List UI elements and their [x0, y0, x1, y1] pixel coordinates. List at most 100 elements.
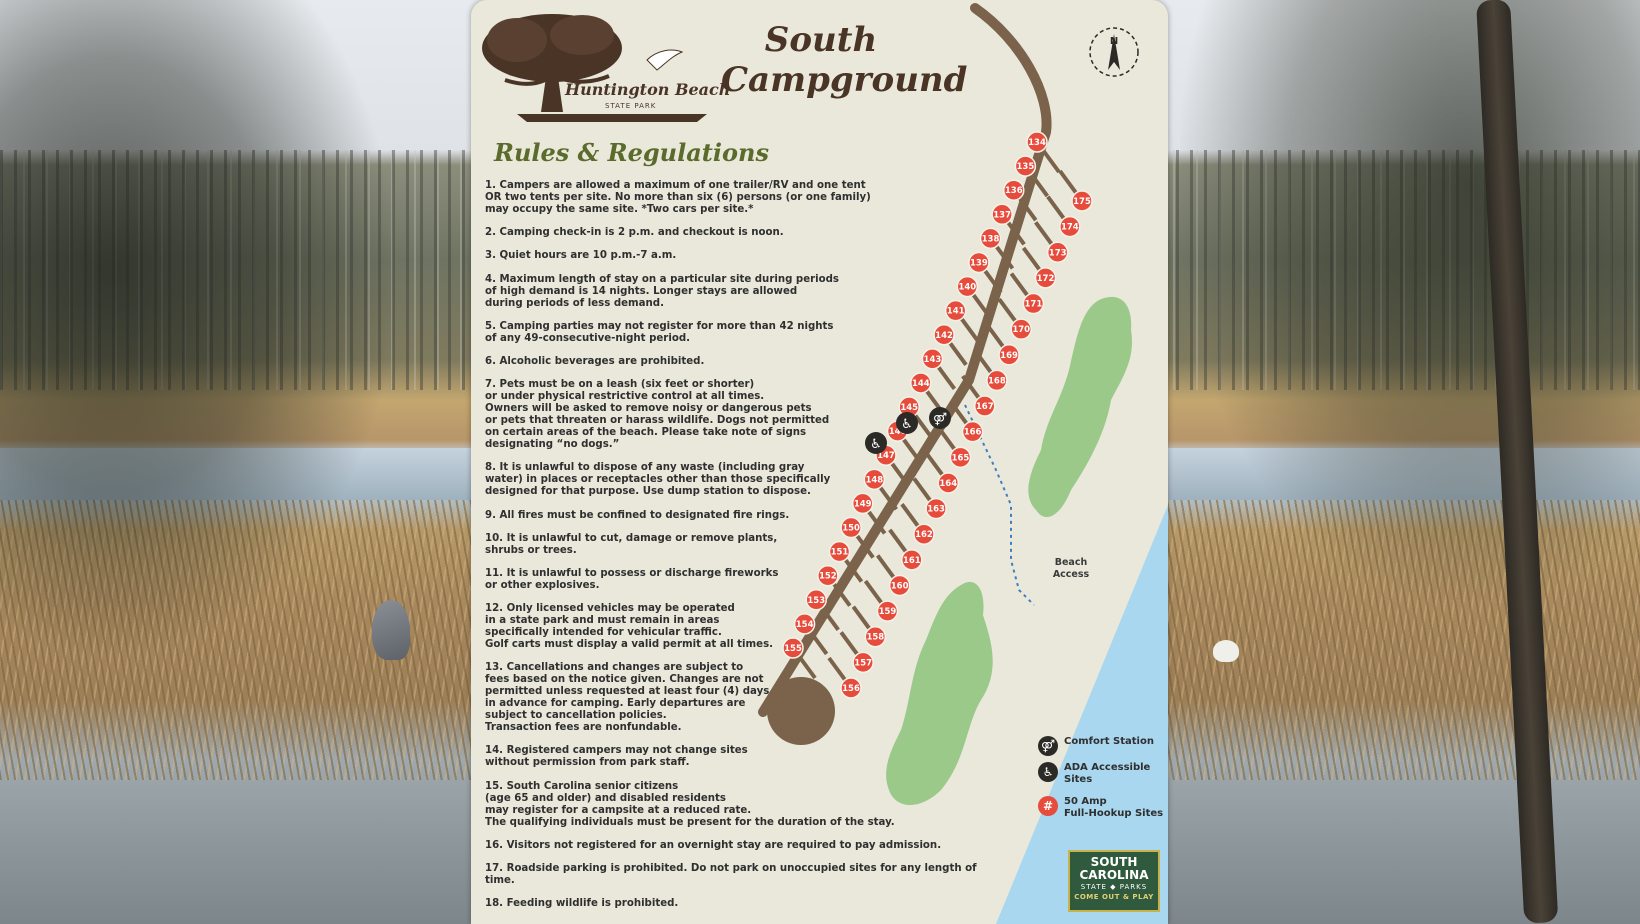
campsite-number: 146	[889, 427, 907, 437]
campsite-marker-162[interactable]: 162	[913, 523, 935, 545]
campsite-circle[interactable]	[863, 468, 886, 491]
campsite-marker-143[interactable]: 143	[921, 348, 944, 370]
campsite-circle[interactable]	[973, 395, 996, 417]
map-title-line1: South	[764, 20, 878, 60]
campsite-circle[interactable]	[817, 564, 839, 587]
campsite-marker-173[interactable]: 173	[1046, 241, 1069, 264]
badge-line4: COME OUT & PLAY	[1074, 893, 1154, 901]
campsite-marker-150[interactable]: 150	[840, 516, 862, 539]
campsite-number: 135	[1017, 162, 1035, 172]
campsite-number: 159	[879, 607, 897, 617]
campsite-marker-164[interactable]: 164	[937, 472, 960, 494]
campsite-marker-153[interactable]: 153	[805, 589, 827, 611]
background-tree-right	[1180, 0, 1640, 600]
campsite-marker-160[interactable]: 160	[888, 574, 911, 597]
campsite-circle[interactable]	[910, 372, 932, 394]
rules-heading: Rules & Regulations	[494, 138, 769, 167]
campsite-circle[interactable]	[1046, 241, 1069, 264]
campsite-marker-135[interactable]: 135	[1014, 155, 1037, 177]
campsite-circle[interactable]	[961, 420, 984, 443]
campsite-circle[interactable]	[986, 369, 1008, 392]
campsite-circle[interactable]	[933, 324, 955, 346]
campsite-circle[interactable]	[828, 540, 851, 563]
campsite-marker-155[interactable]: 155	[782, 637, 804, 659]
campsite-circle[interactable]	[851, 492, 874, 515]
rule-item: 4. Maximum length of stay on a particula…	[485, 273, 839, 309]
campsite-marker-158[interactable]: 158	[864, 625, 887, 648]
campsite-circle[interactable]	[805, 589, 827, 611]
campsite-marker-140[interactable]: 140	[956, 275, 979, 298]
campsite-marker-149[interactable]: 149	[851, 492, 874, 515]
campsite-circle[interactable]	[1010, 318, 1032, 340]
campsite-marker-165[interactable]: 165	[949, 446, 972, 469]
campsite-marker-174[interactable]: 174	[1059, 215, 1081, 238]
campsite-circle[interactable]	[991, 203, 1013, 226]
rule-item: 10. It is unlawful to cut, damage or rem…	[485, 532, 778, 556]
campsite-circle[interactable]	[979, 227, 1002, 250]
campsite-circle[interactable]	[888, 574, 911, 597]
campsite-circle[interactable]	[1003, 179, 1025, 201]
campsite-circle[interactable]	[925, 497, 947, 520]
badge-line1: SOUTH	[1090, 855, 1138, 869]
campsite-marker-134[interactable]: 134	[1026, 131, 1048, 153]
campsite-circle[interactable]	[840, 677, 862, 699]
campsite-number: 162	[915, 530, 933, 540]
campsite-marker-170[interactable]: 170	[1010, 318, 1032, 340]
campsite-circle[interactable]	[876, 600, 899, 622]
campsite-circle[interactable]	[998, 344, 1020, 366]
campsite-circle[interactable]	[852, 651, 874, 674]
forest-patch-south	[886, 581, 993, 805]
campsite-circle[interactable]	[1026, 131, 1048, 153]
campsite-circle[interactable]	[840, 516, 862, 539]
campsite-marker-136[interactable]: 136	[1003, 179, 1025, 201]
campsite-circle[interactable]	[937, 472, 960, 494]
campsite-circle[interactable]	[956, 275, 979, 298]
campsite-circle[interactable]	[968, 251, 990, 274]
campsite-number: 141	[947, 307, 965, 317]
campsite-circle[interactable]	[1071, 190, 1093, 212]
campground-map: 1341351361371381391401411421431441451461…	[758, 3, 1168, 924]
campsite-circle[interactable]	[782, 637, 804, 659]
campsite-marker-171[interactable]: 171	[1022, 292, 1045, 315]
campsite-circle[interactable]	[864, 625, 887, 648]
campsite-marker-154[interactable]: 154	[793, 613, 816, 635]
campsite-marker-151[interactable]: 151	[828, 540, 851, 563]
campsite-marker-175[interactable]: 175	[1071, 190, 1093, 212]
campsite-marker-142[interactable]: 142	[933, 324, 955, 346]
campsite-circle[interactable]	[1034, 267, 1057, 289]
campsite-circle[interactable]	[793, 613, 816, 635]
campsite-marker-169[interactable]: 169	[998, 344, 1020, 366]
campsite-circle[interactable]	[1059, 215, 1081, 238]
campsite-marker-172[interactable]: 172	[1034, 267, 1057, 289]
campsite-circle[interactable]	[944, 299, 967, 322]
campsite-marker-144[interactable]: 144	[910, 372, 932, 394]
campsite-marker-161[interactable]: 161	[901, 549, 923, 571]
campsite-marker-163[interactable]: 163	[925, 497, 947, 520]
campsite-marker-168[interactable]: 168	[986, 369, 1008, 392]
campsite-marker-167[interactable]: 167	[973, 395, 996, 417]
campsite-marker-141[interactable]: 141	[944, 299, 967, 322]
campsite-number: 169	[1000, 351, 1018, 361]
campsite-marker-139[interactable]: 139	[968, 251, 990, 274]
campsite-circle[interactable]	[913, 523, 935, 545]
campsite-number: 143	[924, 355, 942, 365]
campsite-circle[interactable]	[921, 348, 944, 370]
campsite-circle[interactable]	[901, 549, 923, 571]
campsite-marker-157[interactable]: 157	[852, 651, 874, 674]
campsite-marker-159[interactable]: 159	[876, 600, 899, 622]
rule-item: 17. Roadside parking is prohibited. Do n…	[485, 863, 977, 886]
campsite-marker-156[interactable]: 156	[840, 677, 862, 699]
campsite-marker-138[interactable]: 138	[979, 227, 1002, 250]
campsite-marker-137[interactable]: 137	[991, 203, 1013, 226]
campsite-number: 155	[784, 644, 802, 654]
svg-text:⚤: ⚤	[933, 412, 947, 426]
campsite-marker-148[interactable]: 148	[863, 468, 886, 491]
beach-access-label: Beach Access	[1052, 557, 1090, 580]
campsite-circle[interactable]	[949, 446, 972, 469]
park-logo-name: Huntington Beach	[565, 80, 731, 99]
campsite-marker-152[interactable]: 152	[817, 564, 839, 587]
campsite-circle[interactable]	[1022, 292, 1045, 315]
campsite-marker-166[interactable]: 166	[961, 420, 984, 443]
campsite-circle[interactable]	[1014, 155, 1037, 177]
campsite-number: 152	[819, 572, 837, 582]
